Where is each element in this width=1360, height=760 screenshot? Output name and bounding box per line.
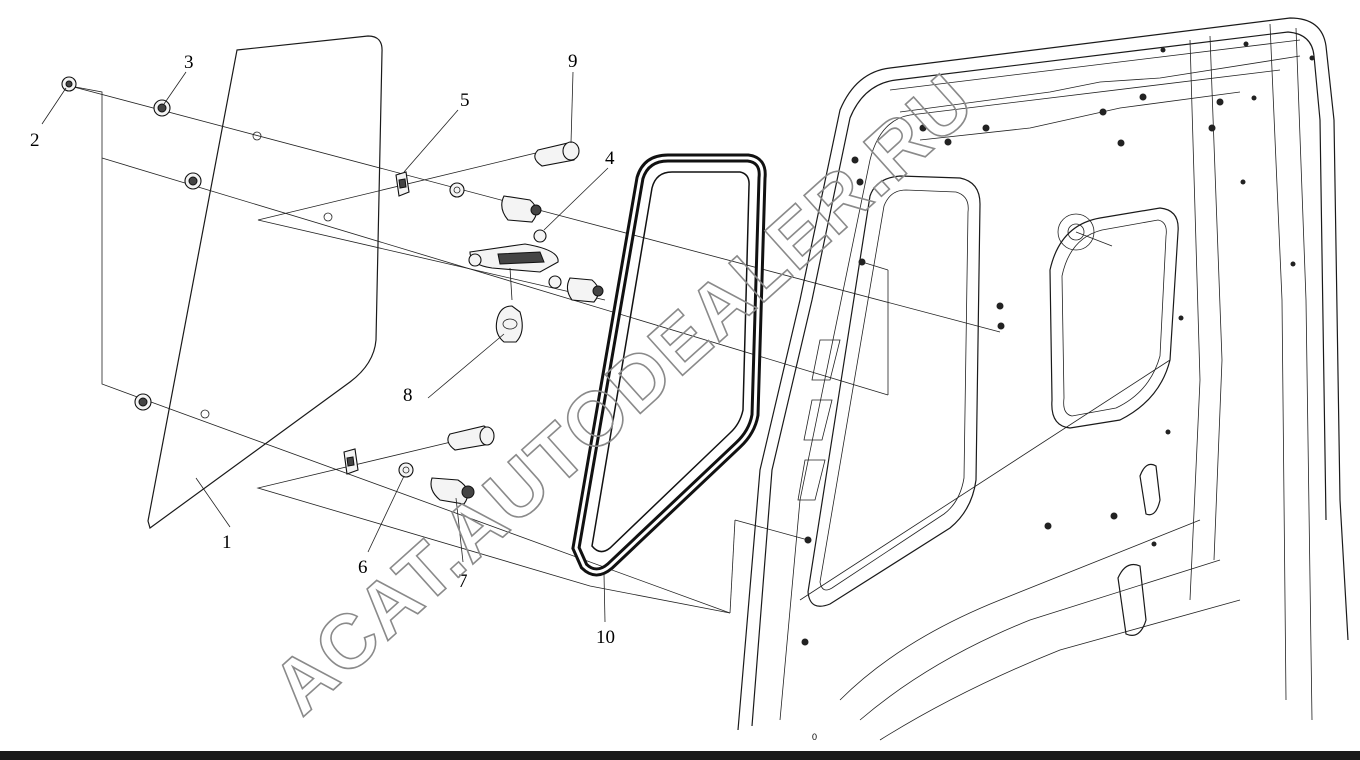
callout-3: 3 xyxy=(184,52,194,73)
washer-upper xyxy=(449,182,465,198)
clip-lower xyxy=(343,448,359,475)
callout-7: 7 xyxy=(458,571,468,592)
window-seal xyxy=(571,153,767,577)
callout-2: 2 xyxy=(30,130,40,151)
callout-10: 10 xyxy=(596,627,615,648)
corner-mark: 0 xyxy=(812,732,817,742)
part-4-latch-handle xyxy=(468,229,559,301)
callout-5: 5 xyxy=(460,90,470,111)
bolt-upper xyxy=(501,195,542,223)
part-8-bushing xyxy=(495,305,523,343)
part-5-clip xyxy=(395,171,410,197)
callout-4: 4 xyxy=(605,148,615,169)
callout-8: 8 xyxy=(403,385,413,406)
callout-1: 1 xyxy=(222,532,232,553)
callout-6: 6 xyxy=(358,557,368,578)
callout-9: 9 xyxy=(568,51,578,72)
part-6-washer xyxy=(398,462,414,478)
part-7-bolt xyxy=(430,477,475,505)
bolt-mid xyxy=(566,277,604,303)
leader-lines xyxy=(41,71,609,623)
grommet-lower xyxy=(134,393,152,411)
footer-bar xyxy=(0,751,1360,760)
washer-mid xyxy=(548,275,562,289)
grommet-middle xyxy=(184,172,202,190)
watermark: ACAT.AUTODEALER.RU xyxy=(256,58,990,731)
part-2-nut xyxy=(61,76,77,92)
part-3-grommet-upper xyxy=(153,99,171,117)
window-glass xyxy=(147,35,383,529)
part-9-spacer xyxy=(534,141,580,167)
callouts: 1 2 3 4 5 6 7 8 9 10 0 xyxy=(30,51,817,742)
cab-rear-panel xyxy=(737,17,1349,741)
spacer-lower xyxy=(447,425,495,451)
